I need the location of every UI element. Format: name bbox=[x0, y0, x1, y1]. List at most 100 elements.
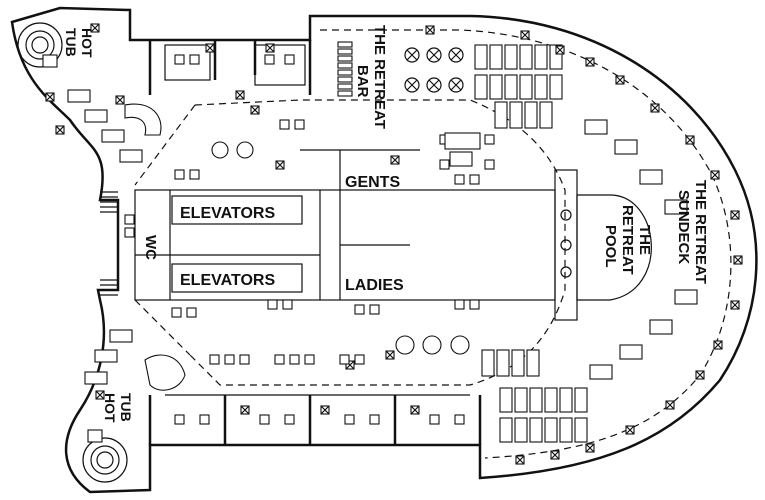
chair bbox=[259, 414, 270, 425]
chair bbox=[224, 354, 235, 365]
curved-sofa bbox=[144, 354, 186, 391]
x-table-mark bbox=[428, 49, 440, 61]
lounger bbox=[481, 349, 495, 377]
lounger bbox=[504, 74, 518, 100]
gents-label: GENTS bbox=[345, 174, 400, 191]
x-table bbox=[448, 77, 464, 93]
elevators-top-label: ELEVATORS bbox=[180, 205, 275, 222]
lounger bbox=[499, 387, 513, 413]
bar-stool bbox=[337, 69, 353, 76]
planter-mark bbox=[115, 95, 125, 105]
hot-tub-top-label: HOT TUB bbox=[63, 28, 95, 61]
chair bbox=[284, 54, 295, 65]
x-table-mark bbox=[406, 49, 418, 61]
planter-mark bbox=[585, 57, 595, 67]
x-table bbox=[404, 47, 420, 63]
chair bbox=[469, 174, 480, 185]
lounger bbox=[514, 387, 528, 413]
chair bbox=[454, 414, 465, 425]
wc-label: WC bbox=[142, 235, 159, 260]
lounger bbox=[639, 169, 663, 185]
lounger bbox=[499, 417, 513, 443]
bar-stool bbox=[337, 90, 353, 97]
hull-outline bbox=[10, 6, 758, 494]
chair bbox=[294, 119, 305, 130]
planter-mark bbox=[55, 125, 65, 135]
chair bbox=[171, 307, 182, 318]
chair bbox=[186, 307, 197, 318]
planter-mark bbox=[320, 405, 330, 415]
planter-mark bbox=[410, 405, 420, 415]
retreat-pool bbox=[560, 194, 652, 301]
lounger bbox=[529, 387, 543, 413]
planter-mark bbox=[240, 405, 250, 415]
planter-mark bbox=[585, 443, 595, 453]
lounger bbox=[94, 349, 118, 363]
round-seat bbox=[395, 335, 415, 355]
bar-stool bbox=[337, 76, 353, 83]
lounger bbox=[534, 74, 548, 100]
bar-stool bbox=[337, 62, 353, 69]
furniture bbox=[45, 23, 743, 465]
chair bbox=[209, 354, 220, 365]
lounger bbox=[544, 387, 558, 413]
chair bbox=[484, 134, 495, 145]
lounger bbox=[519, 44, 533, 70]
planter-mark bbox=[665, 400, 675, 410]
lounger bbox=[559, 417, 573, 443]
planter-mark bbox=[730, 300, 740, 310]
x-table-mark bbox=[406, 79, 418, 91]
planter-mark bbox=[695, 370, 705, 380]
planter-mark bbox=[275, 160, 285, 170]
planter-mark bbox=[390, 155, 400, 165]
chair bbox=[189, 169, 200, 180]
round-seat bbox=[450, 335, 470, 355]
planter-mark bbox=[710, 170, 720, 180]
x-table bbox=[426, 47, 442, 63]
planter-mark bbox=[250, 105, 260, 115]
planter-mark bbox=[205, 43, 215, 53]
chair bbox=[264, 54, 275, 65]
lounger bbox=[526, 349, 540, 377]
curved-sofa bbox=[124, 103, 162, 136]
chair bbox=[354, 304, 365, 315]
round-seat bbox=[236, 141, 254, 159]
lounger bbox=[504, 44, 518, 70]
planter-mark bbox=[550, 450, 560, 460]
lounger bbox=[519, 74, 533, 100]
chair bbox=[174, 169, 185, 180]
chair bbox=[369, 414, 380, 425]
lounger bbox=[67, 89, 91, 103]
x-table bbox=[448, 47, 464, 63]
sofa bbox=[444, 132, 481, 150]
lounger bbox=[539, 101, 553, 129]
chair bbox=[454, 299, 465, 310]
lounger bbox=[584, 119, 608, 135]
lounger bbox=[544, 417, 558, 443]
elevators-bottom-label: ELEVATORS bbox=[180, 272, 275, 289]
lounger bbox=[119, 149, 143, 163]
lounger bbox=[534, 44, 548, 70]
lounger bbox=[524, 101, 538, 129]
chair bbox=[439, 159, 450, 170]
lounger bbox=[574, 387, 588, 413]
lounger bbox=[84, 109, 108, 123]
lounger bbox=[509, 101, 523, 129]
lounger bbox=[496, 349, 510, 377]
chair bbox=[124, 227, 135, 238]
chair bbox=[344, 414, 355, 425]
x-table-mark bbox=[450, 49, 462, 61]
lounger bbox=[649, 319, 673, 335]
planter-mark bbox=[650, 103, 660, 113]
chair bbox=[354, 354, 365, 365]
chair bbox=[289, 354, 300, 365]
chair bbox=[174, 54, 185, 65]
lounger bbox=[489, 44, 503, 70]
x-table-mark bbox=[428, 79, 440, 91]
x-table bbox=[426, 77, 442, 93]
lounger bbox=[619, 344, 643, 360]
planter-mark bbox=[425, 25, 435, 35]
chair bbox=[429, 414, 440, 425]
chair bbox=[239, 354, 250, 365]
lounger bbox=[489, 74, 503, 100]
